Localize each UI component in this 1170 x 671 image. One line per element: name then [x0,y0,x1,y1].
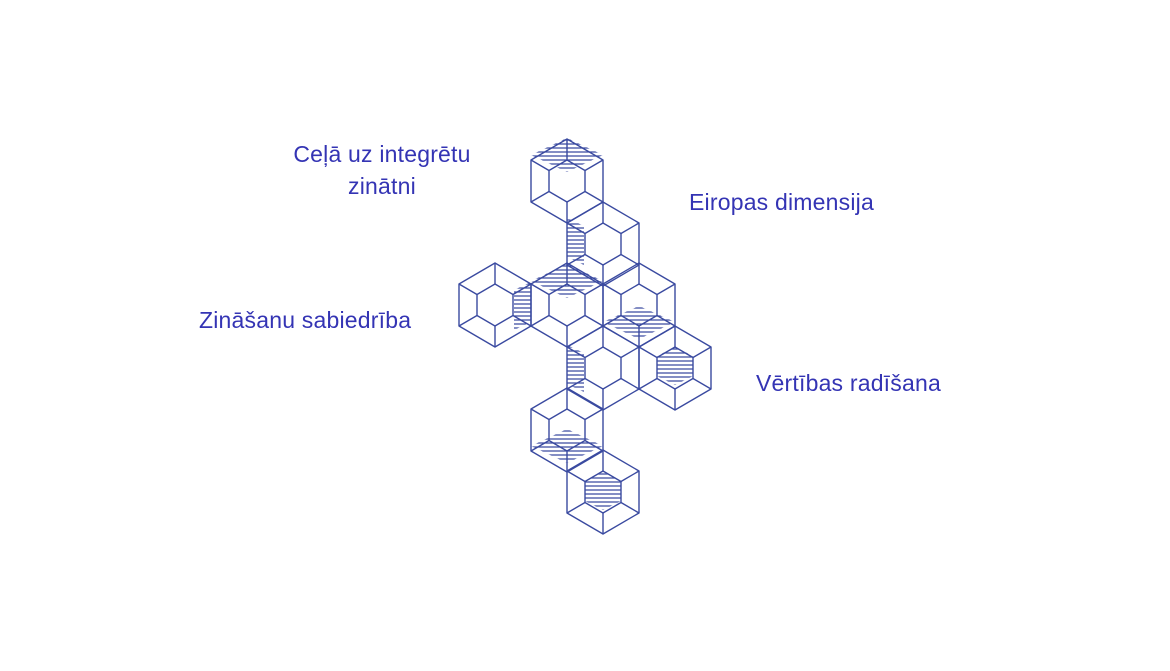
hexagon-edge-2-2 [620,222,640,235]
hexagon-inner-9 [584,470,622,514]
hexagon-edge-8-5 [530,439,550,452]
hexagon-edge-3-6 [458,283,478,296]
hexagon-edge-7-5 [638,377,658,390]
hatch-pattern-2 [567,219,584,265]
hexagon-group [458,138,712,535]
hexagon-edge-8-2 [584,408,604,421]
hexagon-inner-6 [584,346,622,390]
hexagon-edge-7-6 [638,346,658,359]
hexagon-edge-1-5 [530,190,550,203]
hexagon-edge-6-3 [620,377,640,390]
hexagon-edge-4-3 [584,314,604,327]
label-knowledge-society: Zināšanu sabiedrība [199,307,412,333]
label-integrated-science: Ceļā uz integrētu zinātni [262,138,502,202]
hexagon-edge-1-3 [584,190,604,203]
hexagon-edge-4-2 [584,283,604,296]
hatch-pattern-4 [514,283,531,329]
hexagon-edge-5-6 [602,283,622,296]
hexagon-inner-8 [548,408,586,452]
hexagon-inner-3 [476,283,514,327]
hexagon-edge-9-3 [620,501,640,514]
hatch-pattern-7 [657,348,693,385]
hexagon-edge-7-3 [692,377,712,390]
hexagon-edge-4-5 [530,314,550,327]
hexagon-edge-5-5 [602,314,622,327]
hexagon-edge-5-3 [656,314,676,327]
hexagon-edge-7-2 [692,346,712,359]
hexagon-edge-9-6 [566,470,586,483]
label-value-creation: Vērtības radīšana [756,370,941,396]
hexagon-inner-1 [548,159,586,203]
hexagon-edge-4-6 [530,283,550,296]
hexagon-edge-8-6 [530,408,550,421]
hexagon-edge-3-2 [512,283,532,296]
hexagon-edge-3-3 [512,314,532,327]
hexagon-inner-2 [584,222,622,266]
hexagon-edge-9-2 [620,470,640,483]
hatch-pattern-1 [531,139,603,172]
label-european-dimension: Eiropas dimensija [689,189,874,215]
hexagon-edge-6-2 [620,346,640,359]
hexagon-edge-3-5 [458,314,478,327]
hexagon-edge-2-3 [620,253,640,266]
label-integrated-science-line1: Ceļā uz integrētu [293,141,471,167]
label-integrated-science-line2: zinātni [348,173,416,199]
hexagon-edge-1-2 [584,159,604,172]
hexagon-edge-6-6 [566,346,586,359]
hexagon-edge-9-5 [566,501,586,514]
hexagon-edge-6-5 [566,377,586,390]
hexagon-edge-8-3 [584,439,604,452]
hatch-pattern-8 [531,430,603,463]
hexagon-edge-1-6 [530,159,550,172]
hexagon-edge-5-2 [656,283,676,296]
